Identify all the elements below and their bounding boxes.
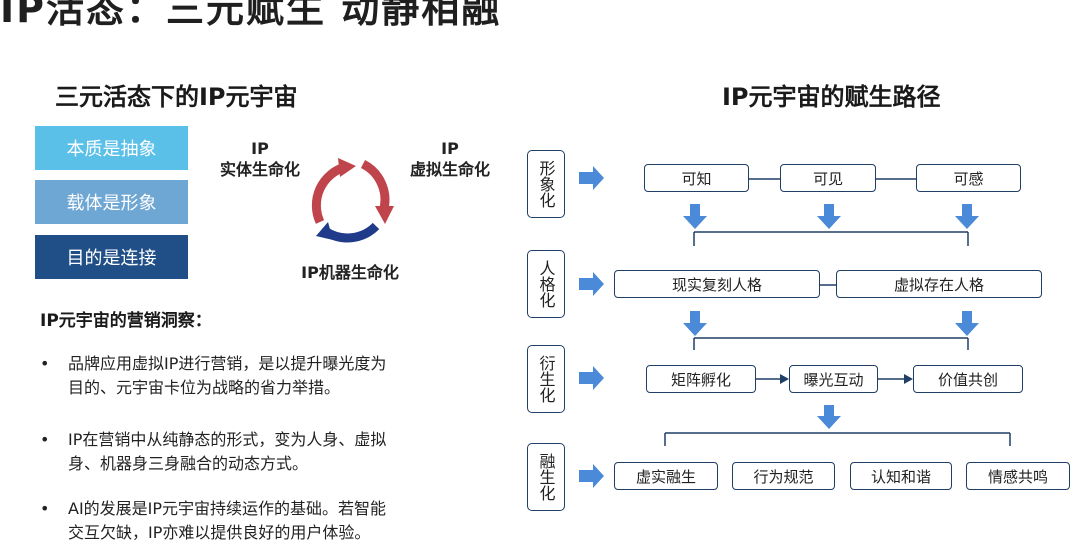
node-virtual-real-fusion: 虚实融生 xyxy=(614,462,718,490)
entity-life-label: IP 实体生命化 xyxy=(205,138,315,180)
bullet-2-line-2: 身、机器身三身融合的动态方式。 xyxy=(68,454,309,473)
page-title: IP活态：三元赋生 动静相融 xyxy=(0,0,502,31)
bullet-dot: • xyxy=(40,499,50,518)
cycle-arc-left xyxy=(311,162,347,224)
side-label-fusion: 融生化 xyxy=(527,443,565,511)
node-value-cocreation: 价值共创 xyxy=(913,365,1023,393)
bullet-1-line-1: 品牌应用虚拟IP进行营销，是以提升曝光度为 xyxy=(68,354,387,373)
node-real-persona: 现实复刻人格 xyxy=(614,270,820,298)
side-label-fusion-text: 融生化 xyxy=(536,453,556,501)
bullet-3-line-1: AI的发展是IP元宇宙持续运作的基础。若智能 xyxy=(68,499,387,518)
cycle-arrowhead-right xyxy=(375,206,394,224)
purpose-box: 目的是连接 xyxy=(35,235,188,279)
cycle-arc-right xyxy=(360,159,390,214)
bullet-3-line-2: 交互欠缺，IP亦难以提供良好的用户体验。 xyxy=(68,523,371,542)
cycle-arrowhead-bottom xyxy=(316,222,333,240)
node-cognitive-harmony: 认知和谐 xyxy=(850,462,952,490)
node-behavior-norms: 行为规范 xyxy=(732,462,835,490)
node-matrix-incubation: 矩阵孵化 xyxy=(646,365,756,393)
node-virtual-persona: 虚拟存在人格 xyxy=(836,270,1042,298)
machine-life-label: IP机器生命化 xyxy=(301,263,399,282)
side-label-image: 形象化 xyxy=(527,150,565,218)
bullet-2-line-1: IP在营销中从纯静态的形式，变为人身、虚拟 xyxy=(68,430,387,449)
node-knowable: 可知 xyxy=(644,164,749,192)
node-emotional-resonance: 情感共鸣 xyxy=(966,462,1070,490)
side-label-persona: 人格化 xyxy=(527,250,565,318)
essence-box: 本质是抽象 xyxy=(35,126,188,170)
bullet-1-line-2: 目的、元宇宙卡位为战略的省力举措。 xyxy=(68,378,341,397)
cycle-arrowhead-left xyxy=(338,158,356,177)
entity-life-text: 实体生命化 xyxy=(219,160,300,179)
side-label-image-text: 形象化 xyxy=(536,160,556,208)
node-visible: 可见 xyxy=(780,164,876,192)
virtual-life-ip: IP xyxy=(441,139,459,158)
entity-life-ip: IP xyxy=(251,139,269,158)
carrier-box: 载体是形象 xyxy=(35,180,188,224)
side-label-derive: 衍生化 xyxy=(527,345,565,413)
right-heading: IP元宇宙的赋生路径 xyxy=(722,83,941,111)
bullet-dot: • xyxy=(40,354,50,373)
virtual-life-label: IP 虚拟生命化 xyxy=(395,138,505,180)
node-feelable: 可感 xyxy=(916,164,1021,192)
virtual-life-text: 虚拟生命化 xyxy=(409,160,490,179)
bullet-dot: • xyxy=(40,430,50,449)
node-exposure-interaction: 曝光互动 xyxy=(789,365,878,393)
side-label-persona-text: 人格化 xyxy=(536,260,556,308)
insight-heading: IP元宇宙的营销洞察： xyxy=(40,311,212,331)
left-heading: 三元活态下的IP元宇宙 xyxy=(55,83,298,111)
cycle-arc-bottom xyxy=(322,222,380,243)
side-label-derive-text: 衍生化 xyxy=(536,355,556,403)
